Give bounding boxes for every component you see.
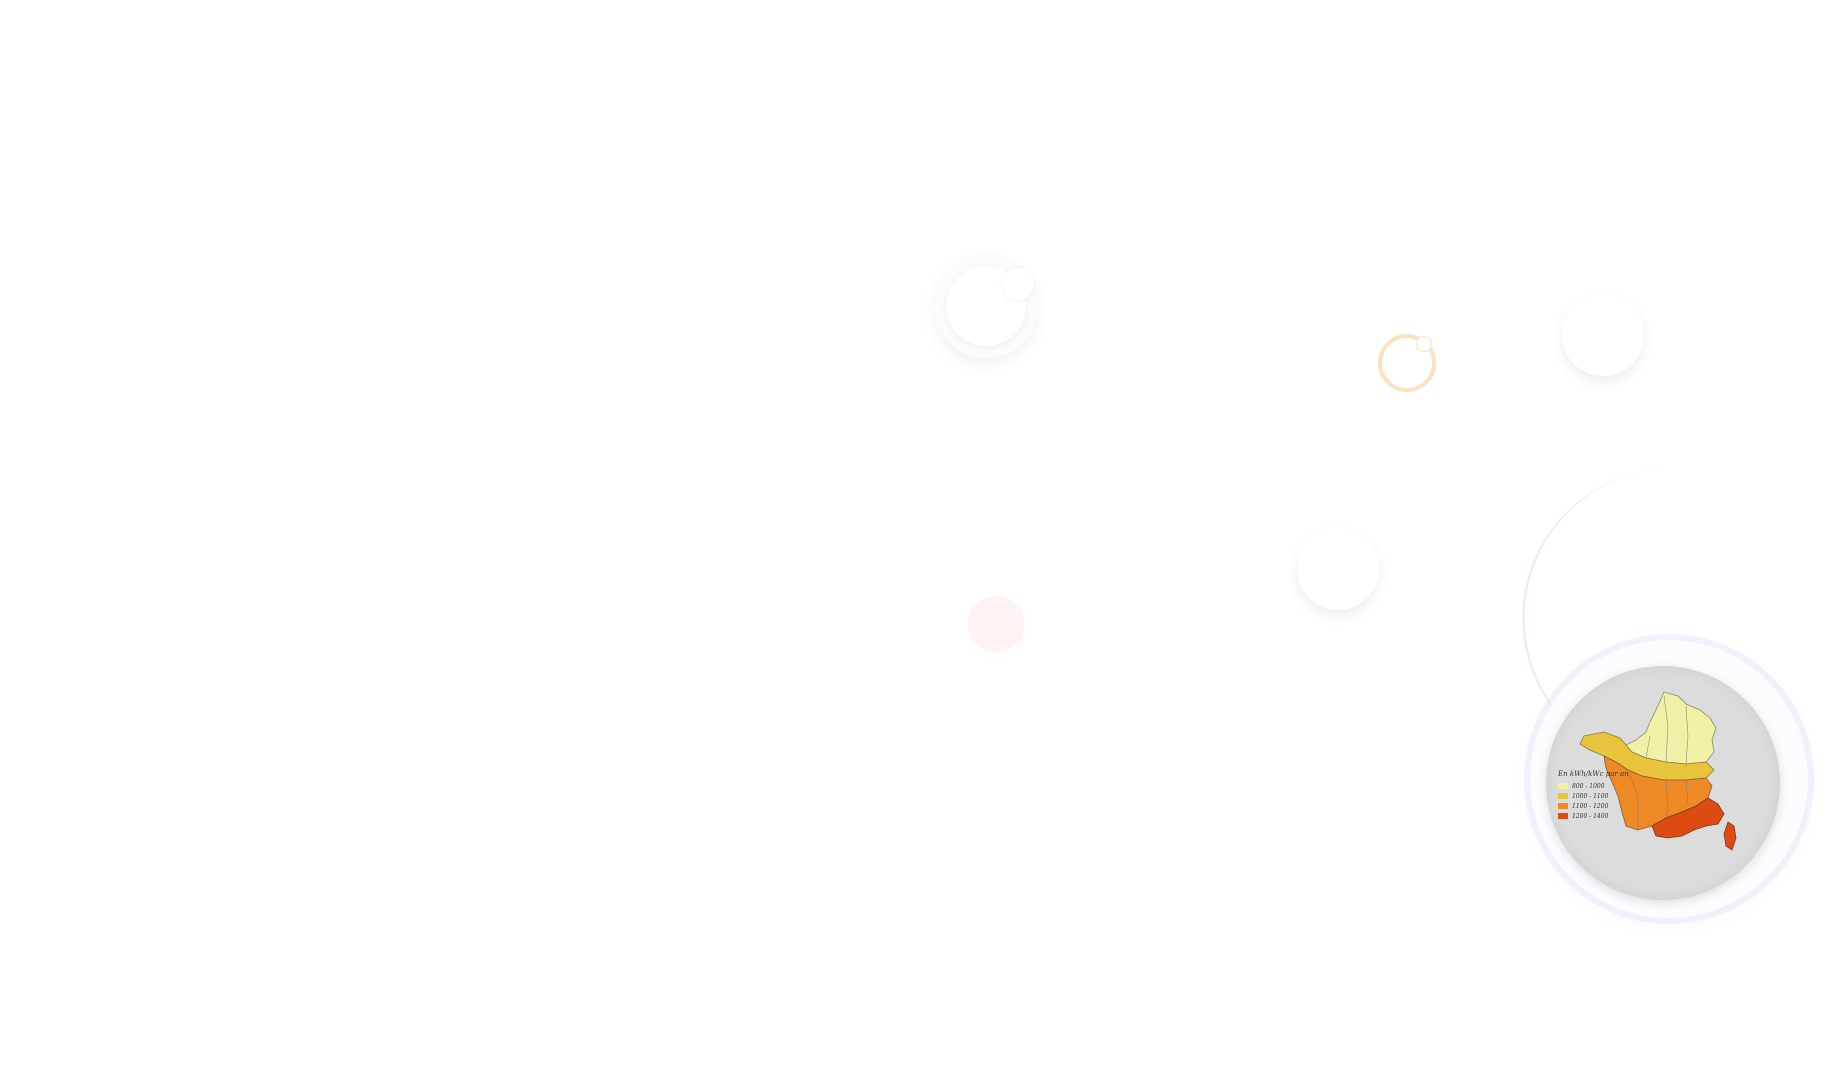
legend-row: 1200 - 1400 [1558,811,1629,821]
legend-row: 800 - 1000 [1558,781,1629,791]
legend-swatch [1558,813,1568,819]
decorative-bubble-dot [1002,268,1034,300]
decorative-arc [1522,468,1825,768]
decorative-bubble-large [934,254,1038,358]
decorative-orange-ring [1378,334,1436,392]
france-map-graphic [1579,691,1737,851]
legend-swatch [1558,803,1568,809]
map-zone-corsica [1723,821,1737,851]
map-zone-1200-1400 [1651,797,1725,839]
legend-title: En kWh/kWc par an [1558,770,1629,778]
decorative-bubble-top-right [1562,294,1644,376]
decorative-bubble-pink [968,596,1024,652]
solar-irradiation-map: En kWh/kWc par an 800 - 1000 1000 - 1100… [1546,666,1780,900]
legend-label: 1000 - 1100 [1572,792,1609,800]
legend-swatch [1558,793,1568,799]
legend-label: 1100 - 1200 [1572,802,1609,810]
map-legend: En kWh/kWc par an 800 - 1000 1000 - 1100… [1558,770,1629,821]
legend-row: 1100 - 1200 [1558,801,1629,811]
decorative-bubble-middle [1297,528,1379,610]
legend-row: 1000 - 1100 [1558,791,1629,801]
decorative-orange-ring-dot [1416,336,1432,352]
legend-label: 1200 - 1400 [1572,812,1609,820]
legend-label: 800 - 1000 [1572,782,1605,790]
legend-swatch [1558,783,1568,789]
